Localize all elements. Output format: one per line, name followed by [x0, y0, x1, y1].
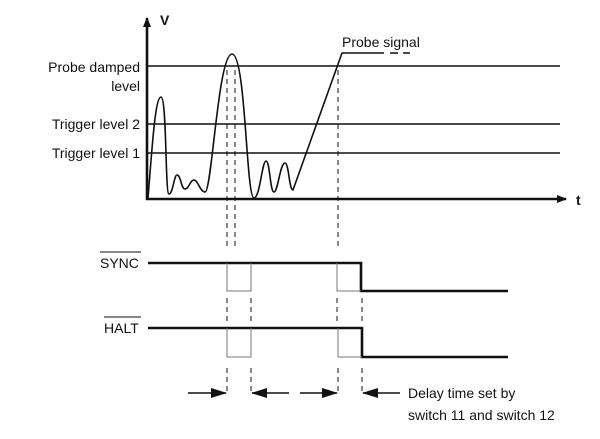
trigger-level-2-label: Trigger level 2 — [52, 116, 140, 132]
trigger-level-1-label: Trigger level 1 — [52, 145, 140, 161]
t-axis-label: t — [576, 192, 581, 208]
halt-waveform — [148, 326, 508, 359]
delay-note-line-2: switch 11 and switch 12 — [408, 407, 555, 423]
sync-pulse-box — [226, 263, 252, 292]
halt-pulse-box — [337, 328, 362, 358]
sync-label: SYNC — [100, 255, 139, 271]
halt-pulse-box — [226, 328, 252, 358]
delay-note-line-1: Delay time set by — [408, 385, 515, 401]
probe-signal-label: Probe signal — [342, 34, 420, 50]
probe-damped-label-2: level — [111, 78, 140, 94]
probe-signal-waveform — [147, 52, 384, 199]
sync-pulse-box — [336, 263, 361, 292]
sync-waveform — [148, 261, 508, 293]
probe-damped-label-1: Probe damped — [48, 59, 140, 75]
v-axis-label: V — [160, 12, 170, 28]
halt-label: HALT — [104, 320, 139, 336]
